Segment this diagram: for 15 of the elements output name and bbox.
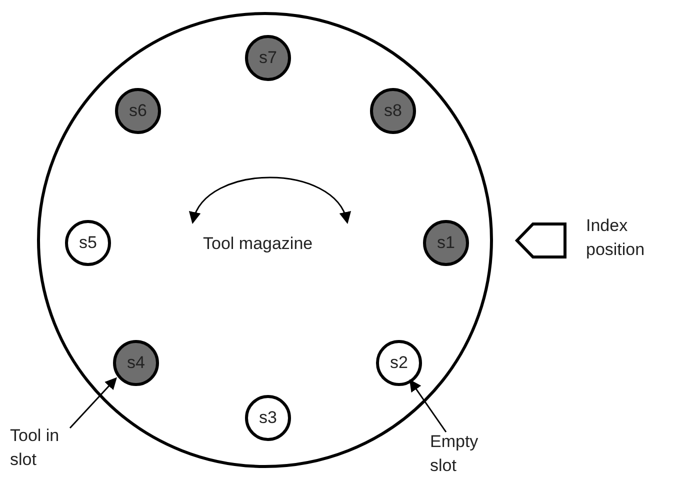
tool-slot: s5 [65, 220, 111, 266]
leader-arrow [409, 379, 447, 432]
callout-text: Empty slot [430, 430, 492, 478]
pointer-label: Index position [586, 215, 646, 261]
tool-slot: s6 [115, 88, 161, 134]
tool-slot: s2 [376, 340, 422, 386]
callout-text: Tool in slot [10, 424, 80, 472]
tool-slot: s3 [245, 395, 291, 441]
tool-slot: s8 [370, 88, 416, 134]
tool-slot: s1 [423, 220, 469, 266]
index-pointer [515, 222, 567, 259]
magazine-label: Tool magazine [203, 233, 313, 255]
tool-slot: s4 [113, 340, 159, 386]
tool-slot: s7 [245, 35, 291, 81]
leader-arrow [69, 377, 118, 428]
